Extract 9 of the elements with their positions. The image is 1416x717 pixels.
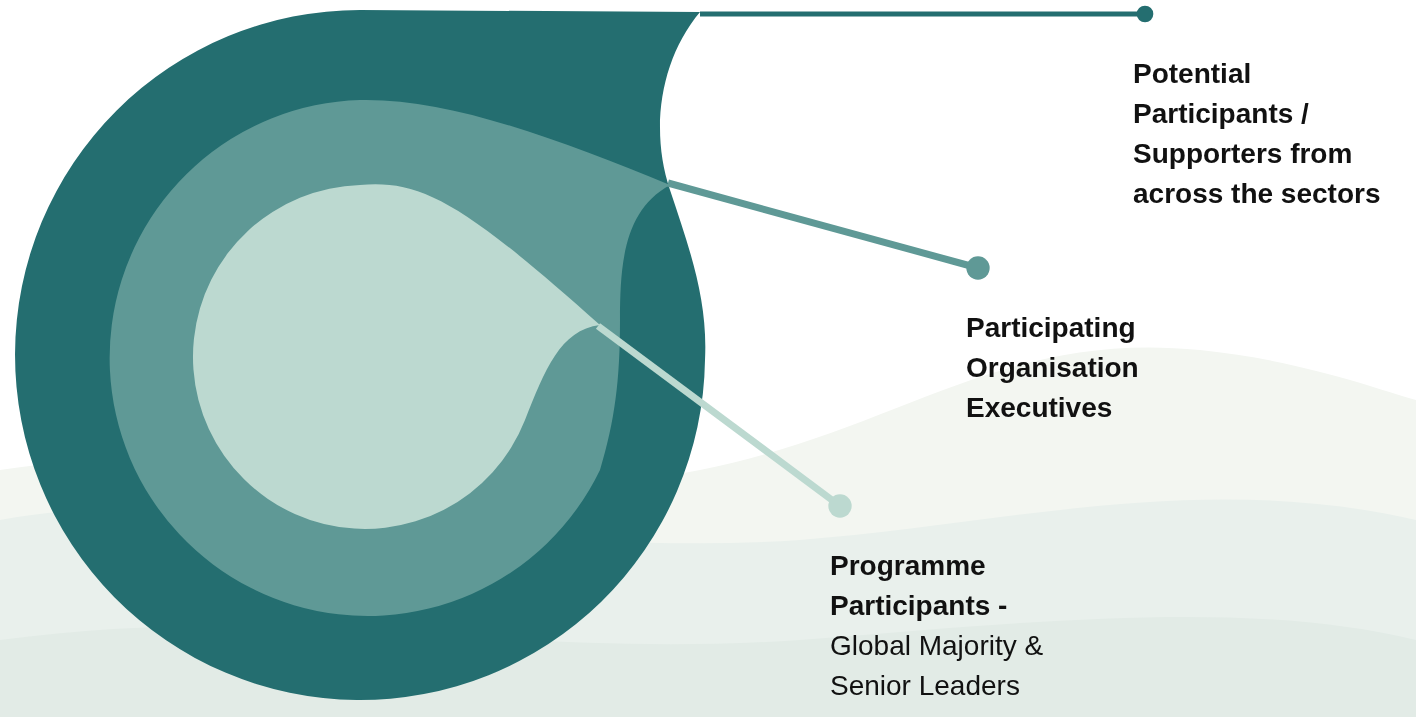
teardrop-shape: [109, 100, 670, 616]
node-heading: Programme Participants -: [830, 549, 1009, 623]
node-description: Global Majority & Senior Leaders: [830, 629, 1045, 703]
leader-line: [700, 5, 1154, 23]
node-heading: Participating Organisation Executives: [966, 311, 1140, 425]
node-heading: Potential Participants / Supporters from across the sectors: [1133, 57, 1382, 211]
teardrop-shape: [193, 184, 600, 529]
teardrop-shape: [15, 10, 706, 700]
leader-line: [667, 179, 990, 280]
